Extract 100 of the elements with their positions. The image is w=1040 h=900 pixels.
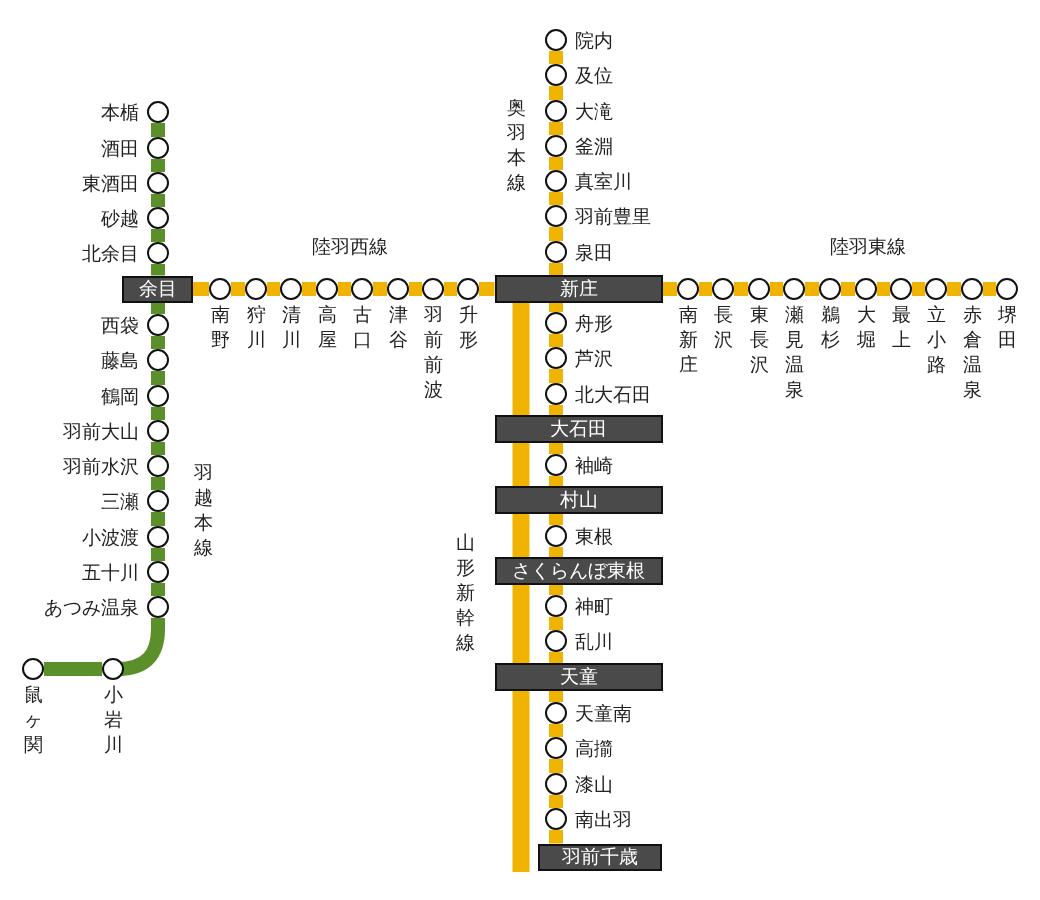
major-station-box: さくらんぼ東根 — [494, 557, 663, 585]
track-line — [151, 194, 165, 207]
track-line — [549, 476, 563, 486]
station-name: 南出羽 — [575, 808, 632, 830]
station-name: 羽前豊里 — [575, 205, 651, 227]
station-name: 南新庄 — [678, 302, 698, 377]
track-line — [734, 282, 748, 296]
station-name: 高擶 — [575, 737, 613, 759]
track-line — [151, 336, 165, 349]
track-line — [44, 662, 102, 676]
station-name: あつみ温泉 — [44, 596, 139, 618]
track-line — [805, 282, 819, 296]
track-line — [912, 282, 925, 296]
track-line — [841, 282, 855, 296]
track-line — [947, 282, 961, 296]
track-line — [549, 691, 563, 702]
track-line — [151, 371, 165, 385]
track-line — [549, 830, 563, 844]
station-name: 鶴岡 — [101, 385, 139, 407]
track-line — [444, 282, 457, 296]
station-name: 大滝 — [575, 100, 613, 122]
track-line — [151, 512, 165, 526]
track-line — [512, 443, 530, 486]
station-name: 三瀬 — [101, 490, 139, 512]
track-line — [549, 303, 563, 312]
station-name: 神町 — [575, 595, 613, 617]
track-line — [770, 282, 783, 296]
station-name: 酒田 — [101, 137, 139, 159]
track-line — [338, 282, 351, 296]
station-name: 赤倉温泉 — [962, 302, 982, 402]
station-name: 清川 — [281, 302, 301, 352]
station-name: 堺田 — [997, 302, 1017, 352]
station-name: 古口 — [352, 302, 372, 352]
track-line — [151, 442, 165, 455]
track-line — [151, 123, 165, 137]
station-name: 袖崎 — [575, 454, 613, 476]
track-line — [877, 282, 890, 296]
track-line — [662, 282, 677, 296]
station-name: 北余目 — [82, 242, 139, 264]
track-line — [549, 405, 563, 415]
station-name: 東酒田 — [82, 172, 139, 194]
station-name: 北大石田 — [575, 383, 651, 405]
station-name: 立小路 — [926, 302, 946, 377]
track-line — [151, 159, 165, 172]
station-name: 鵜杉 — [820, 302, 840, 352]
track-line — [549, 547, 563, 557]
track-line — [549, 759, 563, 773]
track-line — [549, 192, 563, 205]
track-line — [549, 369, 563, 383]
station-name: 津谷 — [388, 302, 408, 352]
track-line — [549, 334, 563, 347]
track-line — [699, 282, 712, 296]
station-name: 最上 — [891, 302, 911, 352]
station-name: 西袋 — [101, 314, 139, 336]
station-name: 狩川 — [246, 302, 266, 352]
track-line — [267, 282, 280, 296]
track-line — [549, 122, 563, 135]
station-name: 藤島 — [101, 349, 139, 371]
track-line — [151, 477, 165, 490]
track-line — [549, 514, 563, 525]
track-line — [549, 652, 563, 663]
track-line — [409, 282, 422, 296]
station-name: 高屋 — [317, 302, 337, 352]
station-name: 乱川 — [575, 630, 613, 652]
track-line — [151, 548, 165, 561]
station-name: 泉田 — [575, 241, 613, 263]
major-station-box: 羽前千歳 — [538, 843, 662, 871]
major-station-box: 天童 — [494, 663, 663, 691]
station-name: 瀬見温泉 — [784, 302, 804, 402]
track-line — [151, 302, 165, 314]
track-line — [151, 583, 165, 596]
station-name: 羽前前波 — [423, 302, 443, 402]
station-name: 升形 — [458, 302, 478, 352]
station-name: 院内 — [575, 29, 613, 51]
track-line — [549, 585, 563, 595]
station-name: 東長沢 — [749, 302, 769, 377]
station-name: 真室川 — [575, 170, 632, 192]
track-line — [512, 691, 530, 872]
major-station-box: 大石田 — [494, 415, 663, 443]
station-name: 芦沢 — [575, 347, 613, 369]
track-line — [512, 585, 530, 663]
track-line — [373, 282, 387, 296]
major-station-box: 余目 — [122, 275, 193, 303]
track-line — [151, 407, 165, 420]
track-line — [512, 303, 530, 415]
track-line — [302, 282, 316, 296]
station-name: 大堀 — [856, 302, 876, 352]
track-line — [549, 86, 563, 100]
track-line — [549, 263, 563, 275]
station-name: 小岩川 — [103, 682, 123, 757]
station-name: 及位 — [575, 64, 613, 86]
station-name: 羽前水沢 — [63, 455, 139, 477]
station-name: 釜淵 — [575, 135, 613, 157]
station-name: 砂越 — [101, 207, 139, 229]
station-name: 東根 — [575, 525, 613, 547]
major-station-box: 新庄 — [494, 275, 663, 303]
station-name: 本楯 — [101, 101, 139, 123]
track-line — [549, 443, 563, 454]
track-line — [549, 227, 563, 241]
track-line — [983, 282, 996, 296]
